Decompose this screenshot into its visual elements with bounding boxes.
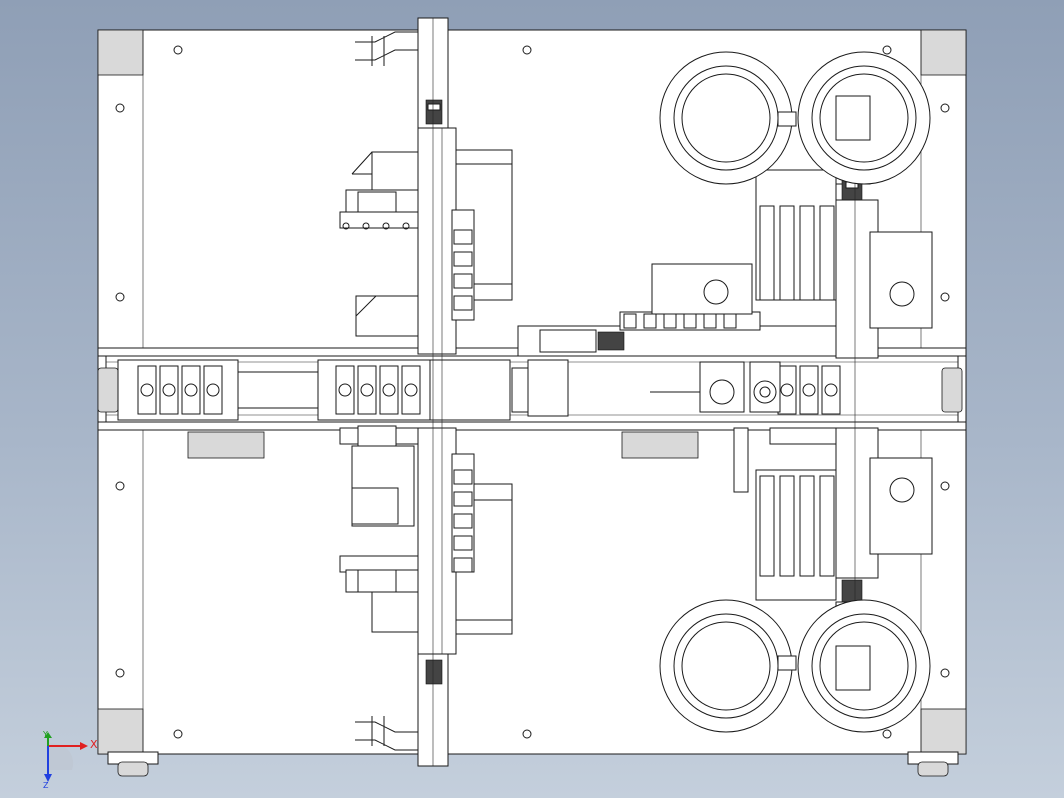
drive-unit	[517, 263, 859, 493]
z-axis-label: Z	[43, 781, 49, 790]
x-axis-label: X	[90, 738, 98, 751]
reel-top-left	[659, 51, 793, 185]
reel-clamps	[777, 95, 871, 691]
vertical-rail	[417, 17, 457, 767]
reel-bottom-left	[659, 599, 793, 733]
coordinate-triad: X Y Z	[42, 730, 98, 790]
station-right-columns	[755, 169, 933, 601]
caster-wheels	[107, 751, 959, 777]
y-axis-label: Y	[42, 730, 48, 739]
fixture-blocks	[137, 365, 841, 415]
station-lower-left	[339, 425, 513, 635]
station-upper-left	[339, 149, 513, 337]
pneumatic-fittings	[355, 31, 418, 751]
mounting-holes	[115, 45, 950, 739]
